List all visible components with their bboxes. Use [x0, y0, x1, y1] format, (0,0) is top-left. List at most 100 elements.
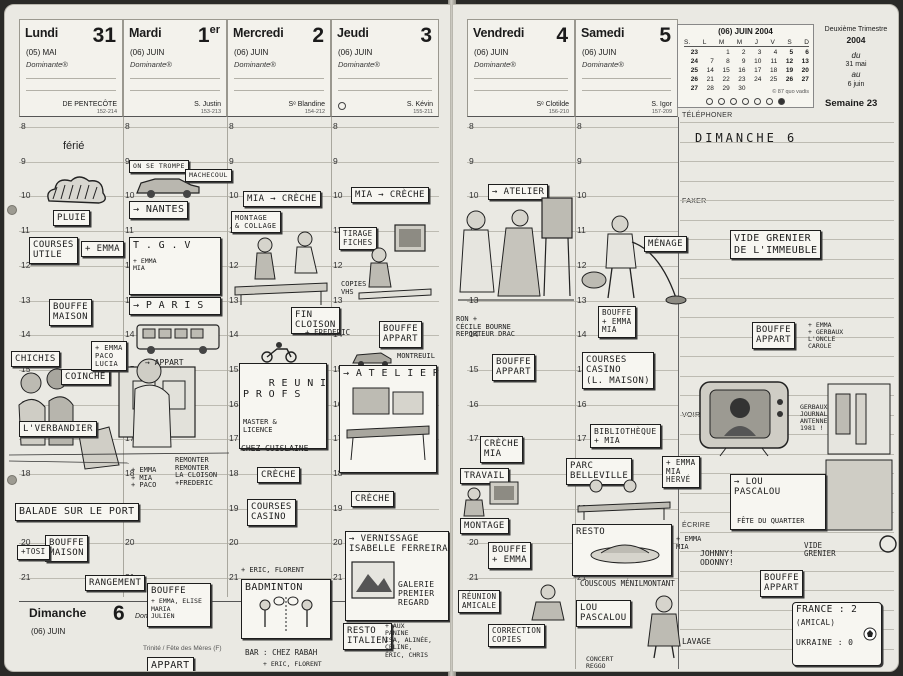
note-couscous: COUSCOUS MÉNILMONTANT [580, 579, 675, 588]
hour-line [467, 127, 678, 128]
day-of-year: 152-214 [96, 109, 117, 115]
hour-label: 17 [125, 433, 135, 444]
note-eric-florent: + ERIC, FLORENT [241, 566, 305, 574]
binding-hole [7, 475, 17, 485]
hour-label: 11 [577, 225, 586, 236]
note-line [680, 200, 894, 201]
calendar-day-cell: 21 [706, 76, 714, 83]
calendar-day-cell: 2 [741, 49, 746, 56]
hour-label: 20 [333, 537, 343, 548]
day-name: Samedi [581, 26, 625, 40]
note-creche-mia-f: CRÈCHE MIA [480, 436, 523, 463]
mini-calendar-title: (06) JUIN 2004 [718, 27, 773, 36]
note-bouffe-appart-d: BOUFFE APPART [752, 322, 795, 349]
hour-label: 10 [229, 190, 239, 201]
moon-phase-icon [338, 102, 346, 110]
hour-label: 14 [577, 329, 587, 340]
month-label: (06) JUIN [582, 48, 617, 57]
trimestre-du: du [851, 50, 861, 60]
hour-label: 10 [21, 190, 31, 201]
note-bouffe-emma-mia-s: BOUFFE + EMMA MIA [598, 306, 636, 338]
note-atelier-t: → A T E L I E R [339, 365, 437, 473]
hour-line [467, 439, 678, 441]
hour-label: 15 [469, 363, 479, 374]
note-creche-w: CRÈCHE [257, 467, 300, 484]
note-paris: → P A R I S [129, 297, 221, 315]
calendar-day-cell: 27 [801, 76, 809, 83]
weekday-header: S [787, 39, 792, 46]
hour-label: 20 [229, 537, 239, 548]
hour-line [467, 578, 678, 580]
hour-label: 20 [125, 537, 135, 548]
note-line [680, 141, 894, 143]
calendar-day-cell: 28 [706, 85, 714, 92]
note-line [680, 258, 894, 260]
day-number: 1er [197, 24, 220, 47]
hour-label: 19 [333, 502, 343, 513]
note-courses-utiles: COURSES UTILE [29, 237, 78, 264]
note-nantes: → NANTES [129, 201, 189, 219]
hour-label: 8 [229, 121, 234, 131]
note-machecoul: MACHECOUL [185, 169, 232, 183]
note-line [680, 180, 894, 182]
bus-sketch [136, 324, 220, 354]
note-bouffe-appart-d2: BOUFFE APPART [760, 570, 803, 597]
note-line [680, 356, 894, 357]
sunday-month: (06) JUIN [31, 627, 66, 636]
note-bar-rabah: BAR : CHEZ RABAH [245, 648, 318, 657]
calendar-day-cell: 8 [726, 58, 730, 65]
hour-label: 8 [577, 121, 582, 131]
hour-label: 12 [229, 259, 239, 270]
note-emma: + EMMA [81, 241, 124, 258]
section-voir: VOIR [682, 412, 701, 419]
television-icon [699, 381, 789, 457]
day-name: Mardi [129, 26, 162, 40]
note-line [680, 219, 894, 221]
hour-line [19, 578, 439, 580]
note-reunion-profs: R E U N I O N P R O F S MASTER & LICENCE [239, 363, 327, 449]
note-tosi: +TOSI [17, 545, 50, 560]
hour-label: 16 [469, 398, 479, 409]
note-creche-t: CRÈCHE [351, 491, 394, 508]
note-pluie: PLUIE [53, 210, 91, 227]
hour-label: 21 [21, 572, 31, 583]
hour-label: 14 [469, 329, 479, 340]
dominante-label: Dominante® [582, 60, 624, 69]
calendar-day-cell: 20 [801, 67, 809, 74]
hour-line [19, 369, 439, 371]
note-emma-mia-resto: + EMMA MIA [676, 535, 702, 551]
day-of-year: 154-212 [304, 109, 325, 115]
note-fin-cloison: FIN CLOISON [291, 307, 340, 334]
hour-label: 10 [577, 190, 587, 201]
calendar-day-cell: 16 [738, 67, 746, 74]
hour-line [19, 231, 439, 233]
hour-line [19, 543, 439, 545]
note-montage-collage: MONTAGE & COLLAGE [231, 211, 281, 234]
weekday-header: D [804, 39, 809, 46]
car-icon [136, 178, 200, 198]
hour-line [19, 508, 439, 510]
note-appart-arrow: → APPART [145, 358, 184, 367]
hour-label: 17 [333, 433, 343, 444]
hour-label: 17 [577, 433, 587, 444]
dominante-label: Dominante® [338, 60, 380, 69]
trimestre-from: 31 mai [845, 61, 867, 69]
note-line [680, 609, 894, 611]
hour-label: 14 [333, 329, 343, 340]
calendar-day-cell: 6 [805, 49, 809, 56]
hour-line [19, 161, 439, 163]
vacuum-cleaning-sketch [581, 215, 687, 305]
day-number: 5 [659, 24, 671, 47]
note-emma-mia-paco: + EMMA + MIA + PACO [131, 466, 157, 490]
hour-label: 9 [469, 155, 474, 166]
hour-label: 14 [21, 329, 31, 340]
weekday-header: M [736, 39, 743, 46]
note-line [680, 375, 894, 377]
hour-label: 18 [333, 468, 343, 478]
saint-label: S. Igor [651, 101, 672, 108]
hour-label: 13 [229, 294, 239, 305]
weekday-header: S. [684, 39, 691, 46]
day-name: Mercredi [233, 26, 284, 40]
